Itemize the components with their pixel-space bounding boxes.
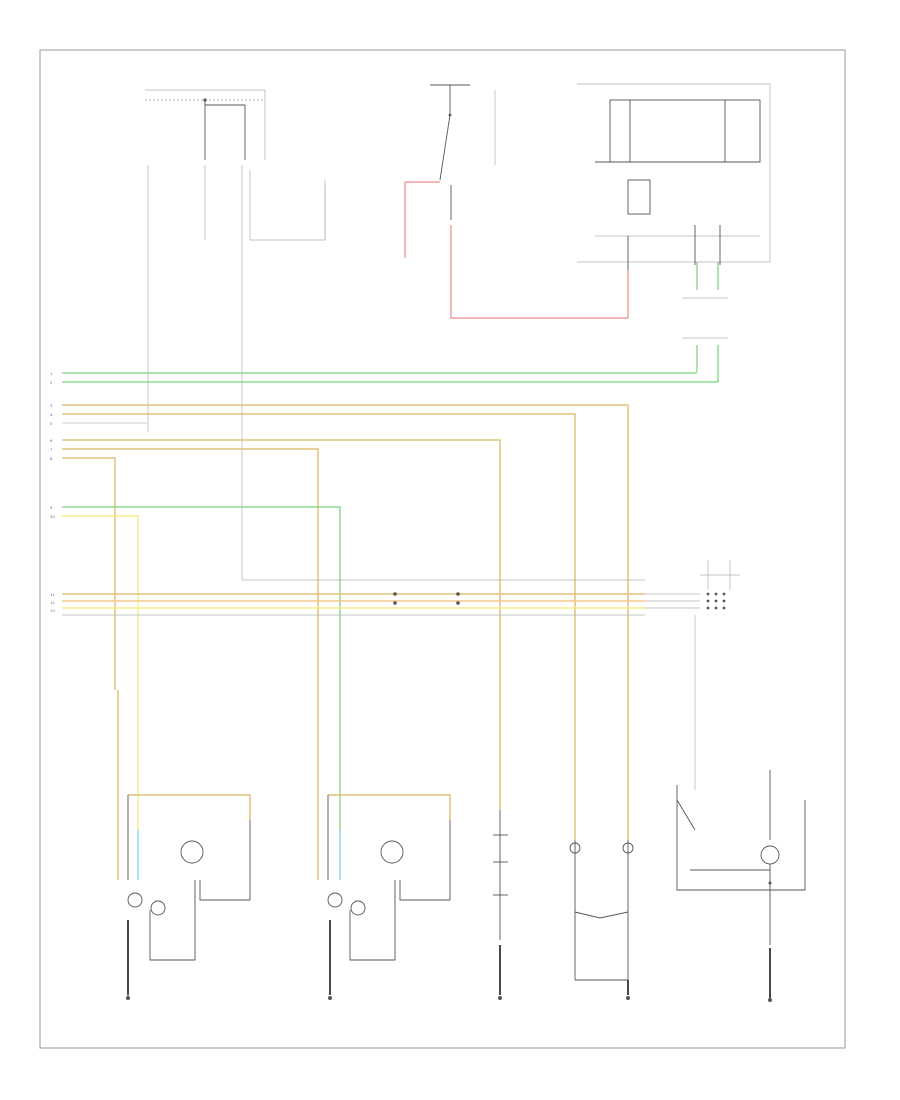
top-middle-switch: [404, 84, 629, 319]
wire-number: 12: [50, 600, 55, 605]
wire-number: 5: [50, 421, 53, 426]
top-right-module: [577, 83, 771, 382]
wire-number: 1: [50, 371, 53, 376]
lower-left-module-2: [317, 690, 451, 995]
wire-number: 2: [50, 380, 53, 385]
bus-connector: [393, 560, 740, 790]
wire-number: 10: [50, 514, 55, 519]
wire-number: 6: [50, 438, 53, 443]
lower-lamp-assembly: [569, 840, 634, 995]
wire-number: 3: [50, 403, 53, 408]
lower-left-module-1: [117, 690, 251, 1000]
horizontal-bus: [62, 372, 718, 840]
left-wire-numbers: 1 2 3 4 5 6 7 8 9 10 11 12 13: [50, 371, 55, 613]
wire-number: 13: [50, 608, 55, 613]
wire-number: 7: [50, 447, 53, 452]
wire-number: 4: [50, 412, 53, 417]
ground-points: [126, 996, 772, 1002]
wire-number: 9: [50, 505, 53, 510]
lower-middle-switches: [493, 810, 508, 995]
wire-number: 8: [50, 456, 53, 461]
diagram-frame: [39, 49, 846, 1049]
wire-number: 11: [50, 592, 55, 597]
lower-right-relay: [676, 770, 806, 998]
